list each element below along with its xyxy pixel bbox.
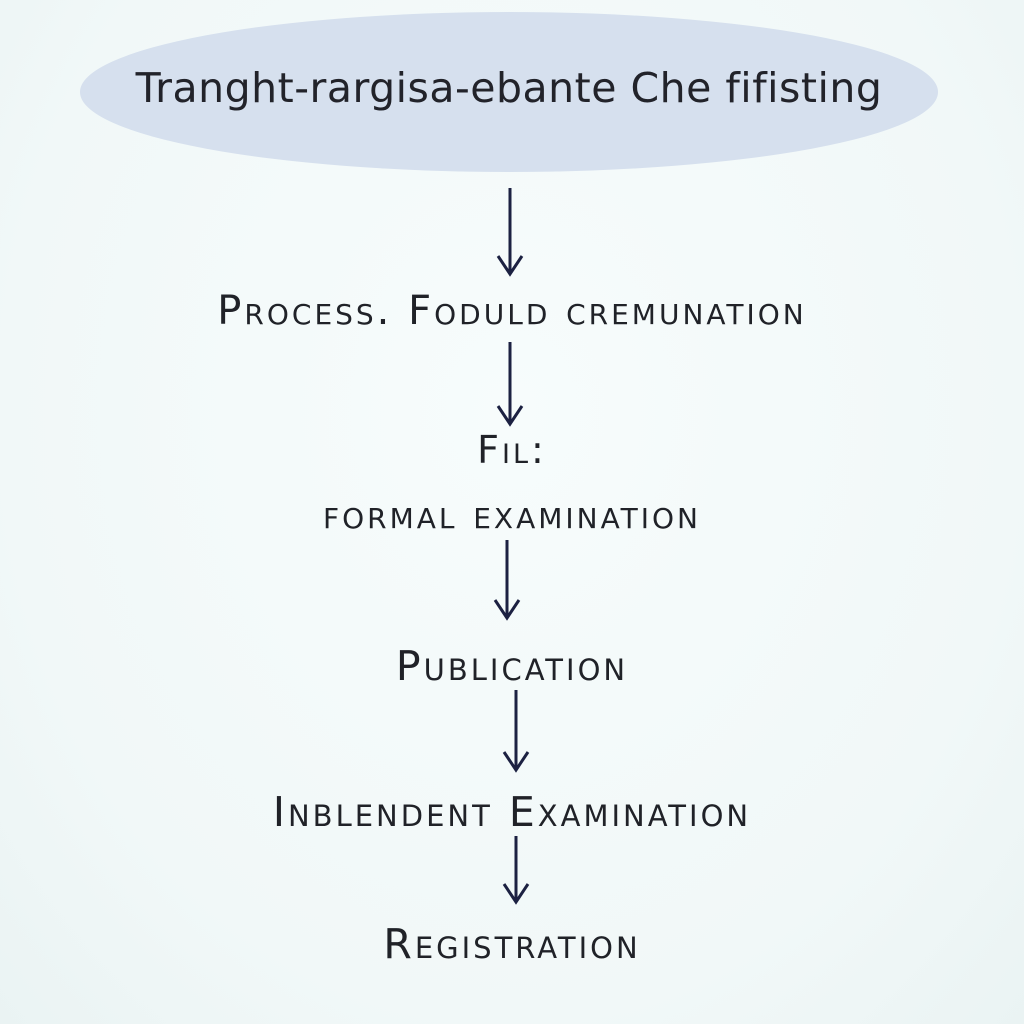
- step-publication: Publication: [395, 642, 629, 690]
- down-arrow-icon: [487, 538, 527, 638]
- step-formal-examination: formal examination: [323, 492, 701, 538]
- down-arrow-icon: [490, 340, 530, 440]
- step-fil: Fil:: [477, 428, 547, 472]
- diagram-title: Tranght-rargisa-ebante Che fifisting: [135, 64, 883, 112]
- title-oval: Tranght-rargisa-ebante Che fifisting: [80, 12, 938, 172]
- step-registration: Registration: [383, 920, 641, 968]
- step-inblendent-examination: Inblendent Examination: [272, 788, 752, 836]
- step-process: Process. Foduld cremunation: [217, 288, 807, 334]
- down-arrow-icon: [490, 186, 530, 286]
- down-arrow-icon: [496, 688, 536, 788]
- down-arrow-icon: [496, 834, 536, 934]
